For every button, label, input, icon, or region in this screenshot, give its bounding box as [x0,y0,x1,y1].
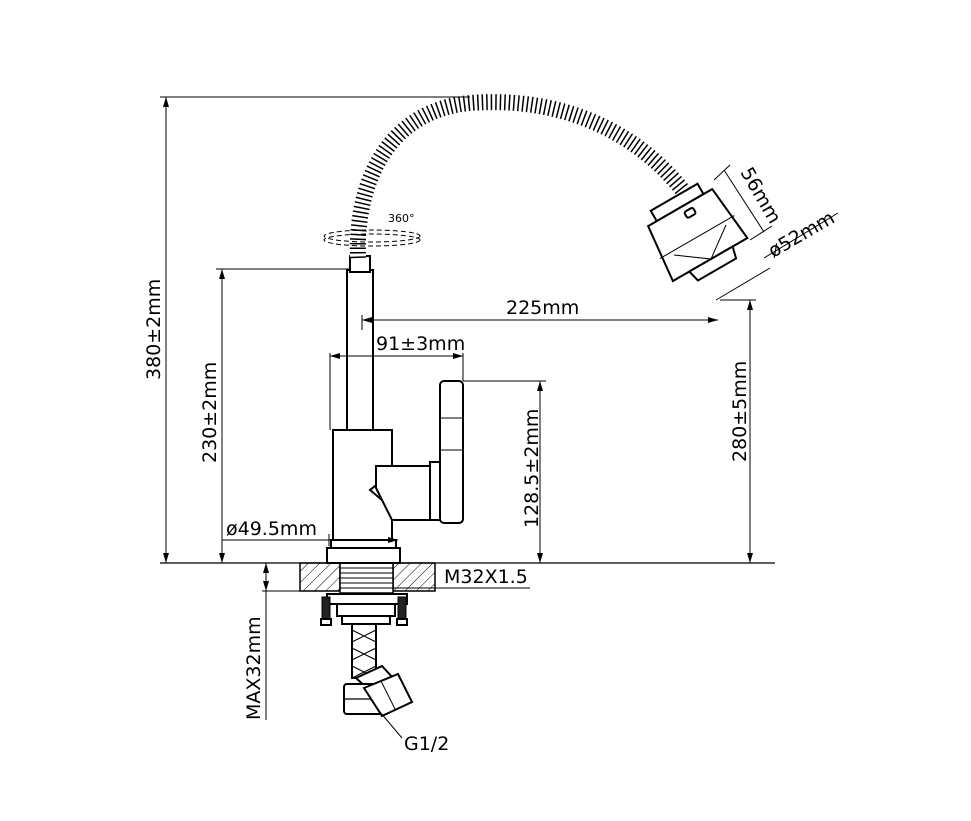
mounting-thread [339,562,394,594]
faucet-handle [429,380,464,524]
rotation-label: 360° [388,212,415,225]
dim-outlet-height [720,299,756,563]
thread-label: M32X1.5 [444,566,528,588]
dim-spout-reach [361,315,718,330]
dim-total-height [160,96,470,563]
faucet-body [332,429,433,541]
outlet-height-label: 280±5mm [729,361,751,462]
spout-tube [346,255,374,431]
dim-head-length [713,164,773,241]
body-offset-label: 91±3mm [376,333,465,355]
dim-head-diameter [715,212,839,301]
dim-handle-height [463,380,546,563]
handle-height-label: 128.5±2mm [521,409,543,528]
flexible-gooseneck [349,94,697,259]
rotation-ellipse-icon [323,229,421,247]
mounting-nut [320,593,408,626]
deck-thickness-label: MAX32mm [243,616,265,720]
dim-body-offset [329,353,464,430]
head-length-label: 56mm [736,164,786,228]
sprayer-head [646,182,749,283]
g12-label: G1/2 [404,733,449,755]
spout-reach-label: 225mm [506,297,579,319]
hose-fitting [343,672,414,718]
faucet-base [326,539,401,564]
dim-base-diameter [222,534,398,546]
spout-height-label: 230±2mm [199,362,221,463]
dim-spout-height [216,268,350,563]
base-diameter-label: ø49.5mm [226,518,317,540]
dim-deck-thickness [262,563,300,720]
g12-leader [379,711,403,739]
total-height-label: 380±2mm [143,279,165,380]
